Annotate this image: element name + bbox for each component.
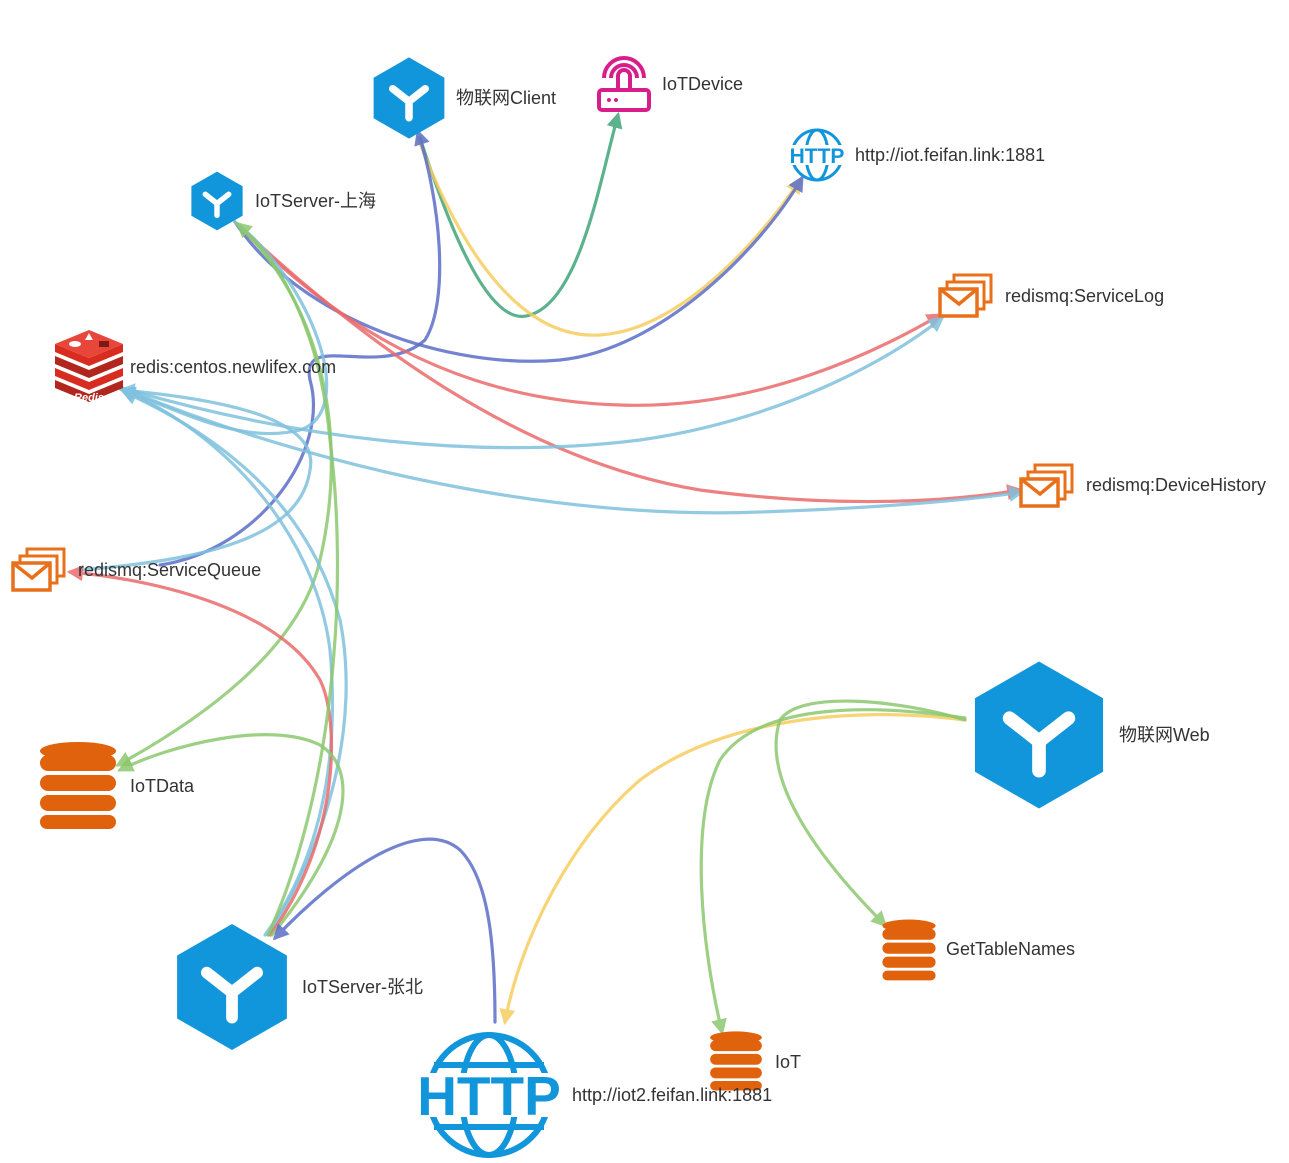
database-icon <box>40 742 116 829</box>
edge-redis-devicehistory <box>120 386 1026 515</box>
node-label: IoTDevice <box>662 74 743 94</box>
node-label: redismq:ServiceQueue <box>78 560 261 580</box>
cube-service-icon <box>974 661 1104 809</box>
node-redis[interactable]: Redis redis:centos.newlifex.com <box>55 330 336 404</box>
redis-icon-text: Redis <box>74 392 104 404</box>
node-label: 物联网Web <box>1119 725 1210 745</box>
node-http2[interactable]: HTTP http://iot2.feifan.link:1881 <box>417 1032 772 1158</box>
edge-servercsh-http1 <box>233 175 804 363</box>
edge-http2-serverzb <box>272 837 497 1024</box>
node-client[interactable]: 物联网Client <box>373 57 556 139</box>
node-label: http://iot.feifan.link:1881 <box>855 145 1045 165</box>
router-icon <box>597 56 651 112</box>
database-icon <box>882 919 936 981</box>
node-label: redismq:DeviceHistory <box>1086 475 1266 495</box>
edge-serversh-iotdata <box>115 220 333 767</box>
node-label: http://iot2.feifan.link:1881 <box>572 1085 772 1105</box>
node-mq-servicequeue[interactable]: redismq:ServiceQueue <box>11 547 261 592</box>
edge-serverzb-iotdata <box>117 733 345 937</box>
edges <box>66 111 1026 1036</box>
edge-serverzb-queue <box>66 565 334 937</box>
node-gettablenames[interactable]: GetTableNames <box>882 919 1075 981</box>
http-icon-text: HTTP <box>417 1065 561 1127</box>
edge-serverzb-redis <box>119 387 335 937</box>
edge-queue-redis <box>78 383 313 572</box>
http-icon-text: HTTP <box>790 145 845 168</box>
edge-client-iotdevice <box>418 111 623 319</box>
edge-serverzb-serversh <box>235 221 340 937</box>
mail-stack-icon <box>938 273 993 318</box>
redis-icon: Redis <box>55 330 123 404</box>
node-label: IoTServer-上海 <box>255 191 376 211</box>
cube-service-icon <box>177 924 287 1050</box>
node-iot[interactable]: IoT <box>710 1031 801 1091</box>
edge-web-gettablenames <box>774 699 967 928</box>
node-label: IoTServer-张北 <box>302 977 423 997</box>
node-server-zhangbei[interactable]: IoTServer-张北 <box>177 924 423 1050</box>
node-iotdevice[interactable]: IoTDevice <box>597 56 743 112</box>
database-icon <box>710 1031 762 1091</box>
mail-stack-icon <box>1019 463 1074 508</box>
edge-web-iot <box>699 708 967 1036</box>
node-label: IoT <box>775 1052 801 1072</box>
node-label: IoTData <box>130 776 195 796</box>
node-label: 物联网Client <box>456 88 556 108</box>
edge-serversh-devicehistory <box>233 220 1024 504</box>
cube-service-icon <box>373 57 445 139</box>
node-mq-servicelog[interactable]: redismq:ServiceLog <box>938 273 1164 318</box>
node-http1[interactable]: HTTP http://iot.feifan.link:1881 <box>787 128 1045 182</box>
node-label: redis:centos.newlifex.com <box>130 357 336 377</box>
edge-redis-servicelog <box>120 315 945 450</box>
http-globe-icon: HTTP <box>417 1032 561 1158</box>
cube-service-icon <box>191 171 243 231</box>
node-server-shanghai[interactable]: IoTServer-上海 <box>191 171 376 231</box>
http-globe-icon: HTTP <box>787 128 847 182</box>
edge-client-http1 <box>416 136 802 337</box>
node-mq-devicehistory[interactable]: redismq:DeviceHistory <box>1019 463 1266 508</box>
node-label: redismq:ServiceLog <box>1005 286 1164 306</box>
node-web[interactable]: 物联网Web <box>974 661 1210 809</box>
edge-serversh-redis <box>118 220 329 436</box>
mail-stack-icon <box>11 547 66 592</box>
node-iotdata[interactable]: IoTData <box>40 742 195 829</box>
edge-web-http2 <box>499 713 967 1026</box>
node-label: GetTableNames <box>946 939 1075 959</box>
